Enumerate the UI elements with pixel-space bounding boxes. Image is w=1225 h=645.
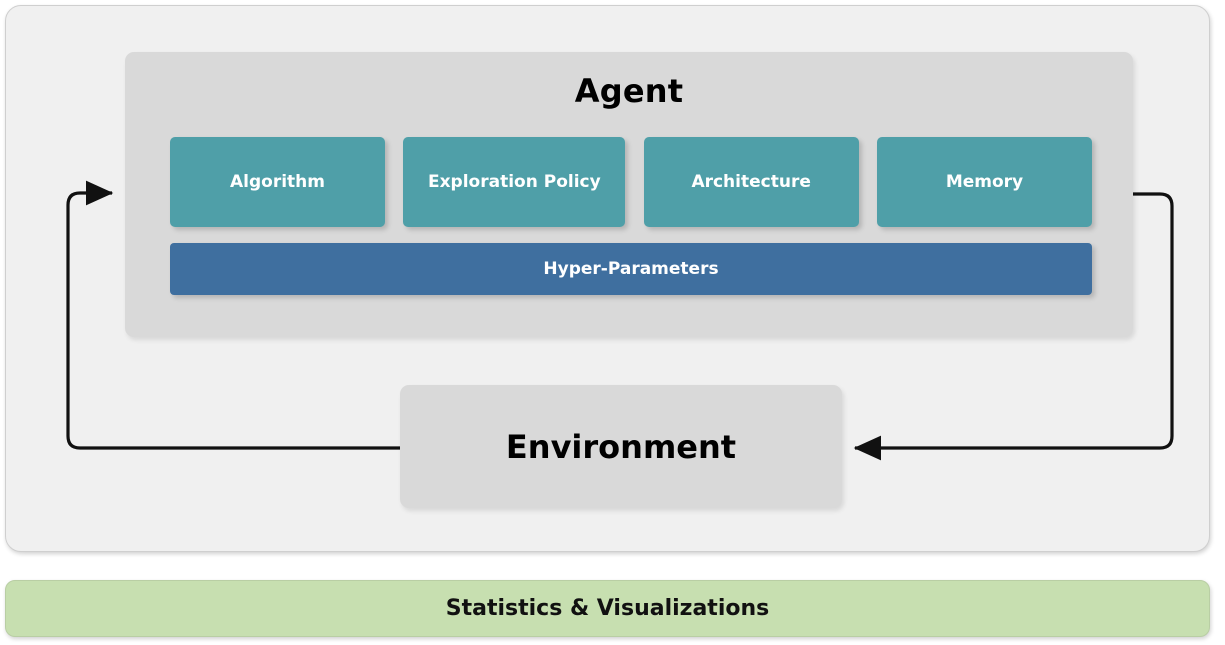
agent-component-algorithm[interactable]: Algorithm [170,137,385,227]
agent-block[interactable]: Agent Algorithm Exploration Policy Archi… [125,52,1133,337]
hyper-parameters-label: Hyper-Parameters [543,259,719,279]
agent-component-exploration-policy[interactable]: Exploration Policy [403,137,626,227]
environment-label: Environment [505,427,737,466]
agent-component-memory[interactable]: Memory [876,137,1092,227]
agent-component-algorithm-label: Algorithm [230,172,325,192]
environment-block[interactable]: Environment [400,385,842,508]
statistics-visualizations-bar[interactable]: Statistics & Visualizations [5,580,1210,637]
agent-title: Agent [574,72,684,110]
agent-component-row: Algorithm Exploration Policy Architectur… [170,137,1092,227]
hyper-parameters-bar[interactable]: Hyper-Parameters [170,243,1092,295]
agent-component-architecture[interactable]: Architecture [643,137,859,227]
agent-component-memory-label: Memory [945,172,1024,192]
statistics-visualizations-label: Statistics & Visualizations [445,596,770,621]
agent-component-exploration-policy-label: Exploration Policy [427,172,601,192]
agent-component-architecture-label: Architecture [691,172,811,192]
